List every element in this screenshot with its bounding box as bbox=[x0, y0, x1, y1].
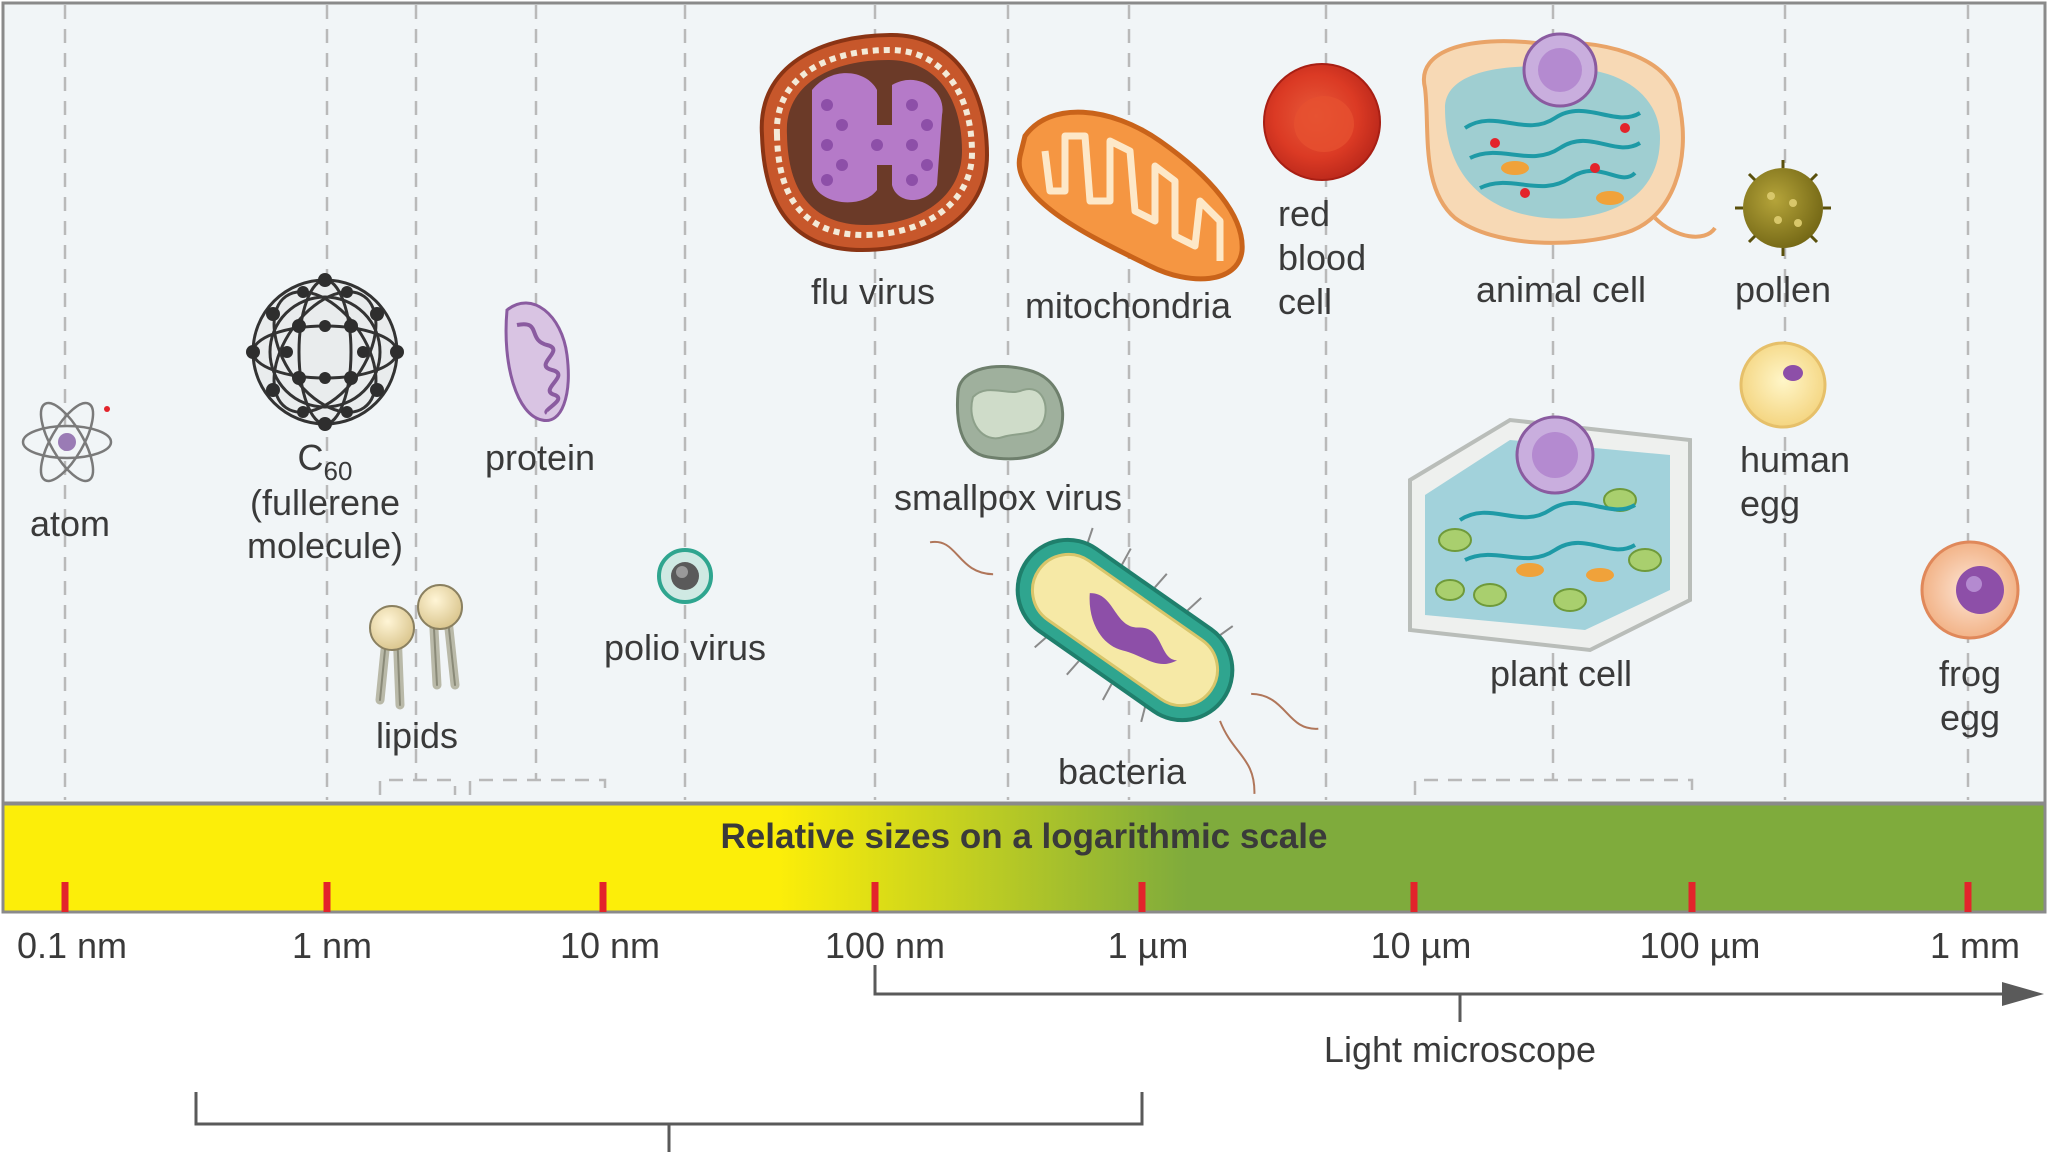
light-microscope-arrowhead bbox=[2002, 982, 2044, 1006]
scale-bar-title: Relative sizes on a logarithmic scale bbox=[721, 817, 1328, 856]
human-egg-label-line1: human bbox=[1740, 439, 1850, 480]
protein-label: protein bbox=[485, 437, 595, 478]
scale-ticks bbox=[61, 882, 1972, 912]
flu-virus-label: flu virus bbox=[811, 271, 935, 312]
tick-label-1nm: 1 nm bbox=[292, 925, 372, 966]
tick-label-1um: 1 µm bbox=[1108, 925, 1189, 966]
c60-label-main: C bbox=[298, 437, 324, 478]
tick-label-10um: 10 µm bbox=[1371, 925, 1472, 966]
mitochondria-illustration bbox=[1016, 109, 1245, 282]
tick-label-0-1nm: 0.1 nm bbox=[17, 925, 127, 966]
flu-virus-illustration bbox=[759, 32, 990, 253]
light-microscope-range-line bbox=[873, 965, 2010, 996]
c60-label: C60 bbox=[298, 437, 353, 486]
lipids-label: lipids bbox=[376, 715, 458, 756]
pollen-illustration bbox=[1735, 160, 1831, 256]
polio-virus-label: polio virus bbox=[604, 627, 766, 668]
red-blood-cell-label-line3: cell bbox=[1278, 281, 1332, 322]
light-microscope-range: Light microscope bbox=[873, 965, 2044, 1070]
tick-label-100nm: 100 nm bbox=[825, 925, 945, 966]
animal-cell-label: animal cell bbox=[1476, 269, 1646, 310]
scale-bar bbox=[1, 802, 2047, 914]
red-blood-cell-label-line1: red bbox=[1278, 193, 1330, 234]
atom-illustration bbox=[21, 401, 113, 483]
lower-range-bracket bbox=[194, 1092, 1144, 1152]
protein-illustration bbox=[504, 301, 570, 422]
human-egg-label-line2: egg bbox=[1740, 483, 1800, 524]
mitochondria-label: mitochondria bbox=[1025, 285, 1232, 326]
tick-label-100um: 100 µm bbox=[1640, 925, 1761, 966]
red-blood-cell-illustration bbox=[1263, 63, 1381, 181]
polio-virus-illustration bbox=[657, 548, 713, 604]
frog-egg-label-line2: egg bbox=[1940, 697, 2000, 738]
lipids-illustration bbox=[369, 584, 463, 710]
animal-cell-illustration bbox=[1421, 32, 1717, 245]
light-microscope-label: Light microscope bbox=[1324, 1029, 1596, 1070]
frog-egg-label-line1: frog bbox=[1939, 653, 2001, 694]
fullerene-illustration bbox=[246, 273, 404, 431]
human-egg-illustration bbox=[1739, 341, 1827, 429]
bacteria-label: bacteria bbox=[1058, 751, 1187, 792]
bacteria-illustration bbox=[929, 527, 1319, 794]
plant-cell-illustration bbox=[1408, 415, 1692, 653]
smallpox-virus-label: smallpox virus bbox=[894, 477, 1122, 518]
pollen-label: pollen bbox=[1735, 269, 1831, 310]
c60-label-subscript: 60 bbox=[324, 456, 353, 486]
smallpox-virus-illustration bbox=[955, 364, 1065, 461]
tick-label-10nm: 10 nm bbox=[560, 925, 660, 966]
plant-cell-label: plant cell bbox=[1490, 653, 1632, 694]
tick-label-1mm: 1 mm bbox=[1930, 925, 2020, 966]
atom-label: atom bbox=[30, 503, 110, 544]
c60-label-line3: molecule) bbox=[247, 525, 403, 566]
c60-label-line2: (fullerene bbox=[250, 482, 400, 523]
frog-egg-illustration bbox=[1920, 540, 2020, 640]
red-blood-cell-label-line2: blood bbox=[1278, 237, 1366, 278]
